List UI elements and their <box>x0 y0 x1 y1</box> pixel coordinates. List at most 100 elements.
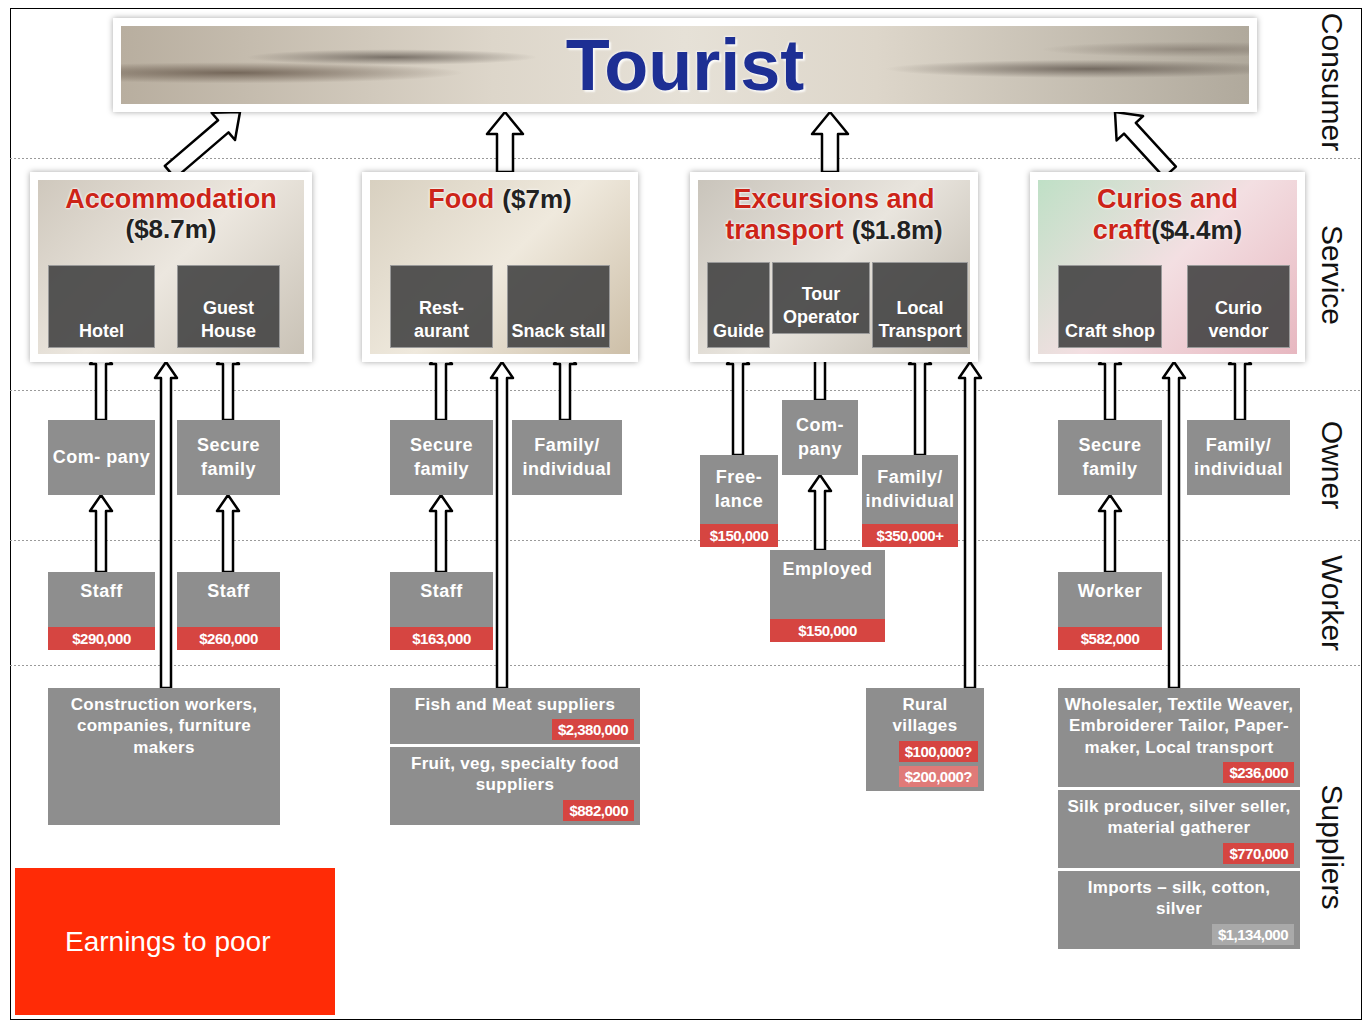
owner-box: Free- lance$150,000 <box>700 455 778 547</box>
owner-box: Secure family <box>177 420 280 495</box>
owner-box: Secure family <box>390 420 493 495</box>
supplier-box: Rural villages $100,000? $200,000? <box>866 688 984 791</box>
flow-arrow <box>727 348 749 455</box>
box-label: Com- pany <box>782 400 858 475</box>
owner-box: Com- pany <box>782 400 858 475</box>
earnings-value: $882,000 <box>563 800 634 821</box>
box-label: Hotel <box>51 320 152 343</box>
supplier-box: Fruit, veg, specialty food suppliers $882… <box>390 747 640 825</box>
supplier-box: Imports – silk, cotton, silver $1,134,000 <box>1058 871 1300 949</box>
box-label: Silk producer, silver seller, material g… <box>1064 796 1294 839</box>
worker-box: Staff$260,000 <box>177 572 280 650</box>
flow-arrow <box>430 495 452 572</box>
flow-arrow <box>959 362 981 688</box>
worker-box: Employed$150,000 <box>770 550 885 642</box>
box-label: Guest House <box>180 297 277 342</box>
earnings-value: $163,000 <box>390 627 493 650</box>
flow-arrow <box>909 348 931 455</box>
box-label: Fish and Meat suppliers <box>396 694 634 715</box>
box-label: Secure family <box>177 420 280 495</box>
flow-arrow <box>1099 495 1121 572</box>
owner-box: Family/ individual$350,000+ <box>862 455 958 547</box>
service-panel: Excursions and transport($1.8m) Guide Tour… <box>690 172 978 362</box>
box-label: Construction workers, companies, furnitu… <box>54 694 274 758</box>
box-label: Snack stall <box>510 320 607 343</box>
flow-arrow <box>155 362 177 688</box>
box-label: Imports – silk, cotton, silver <box>1064 877 1294 920</box>
service-box: Craft shop <box>1058 265 1162 348</box>
box-label: Family/ individual <box>512 420 622 495</box>
owner-box: Com- pany <box>48 420 155 495</box>
row-label: Suppliers <box>1315 784 1349 909</box>
flow-arrow <box>90 495 112 572</box>
box-label: Guide <box>710 320 767 343</box>
earnings-value: $582,000 <box>1058 627 1162 650</box>
service-box: Curio vendor <box>1187 265 1290 348</box>
earnings-value: $150,000 <box>700 524 778 547</box>
worker-box: Worker$582,000 <box>1058 572 1162 650</box>
owner-box: Family/ individual <box>512 420 622 495</box>
box-label: Rural villages <box>872 694 978 737</box>
earnings-value: $350,000+ <box>862 524 958 547</box>
owner-box: Family/ individual <box>1187 420 1290 495</box>
service-heading: Accommodation <box>65 184 277 214</box>
box-label: Com- pany <box>48 420 155 495</box>
flow-arrow <box>1163 362 1185 688</box>
service-box: Rest- aurant <box>390 265 493 348</box>
flow-arrow <box>491 362 513 688</box>
earnings-value: $2,380,000 <box>552 719 634 740</box>
supplier-box: Wholesaler, Textile Weaver, Embroiderer … <box>1058 688 1300 787</box>
row-label: Consumer <box>1315 13 1349 151</box>
box-label: Family/ individual <box>862 455 958 524</box>
panel-heading: Excursions and transport($1.8m) <box>698 184 970 246</box>
supplier-box: Construction workers, companies, furnitu… <box>48 688 280 825</box>
row-label: Owner <box>1315 421 1349 509</box>
box-label: Staff <box>48 572 155 627</box>
box-label: Local Transport <box>875 297 965 342</box>
service-box: Tour Operator <box>772 262 870 334</box>
row-label: Service <box>1315 225 1349 325</box>
earnings-value: $150,000 <box>770 619 885 642</box>
box-label: Family/ individual <box>1187 420 1290 495</box>
tourist-banner: Tourist <box>113 18 1257 112</box>
flow-arrow <box>217 495 239 572</box>
earnings-value: $236,000 <box>1223 762 1294 783</box>
box-label: Free- lance <box>700 455 778 524</box>
service-box: Hotel <box>48 265 155 348</box>
box-label: Rest- aurant <box>393 297 490 342</box>
box-label: Secure family <box>1058 420 1162 495</box>
box-label: Staff <box>390 572 493 627</box>
box-label: Secure family <box>390 420 493 495</box>
service-box: Snack stall <box>507 265 610 348</box>
earnings-value: $200,000? <box>899 766 978 787</box>
service-panel: Curios and craft($4.4m) Craft shop Curio v… <box>1030 172 1305 362</box>
row-label: Worker <box>1315 555 1349 651</box>
service-panel: Food($7m)Rest- aurantSnack stall <box>362 172 638 362</box>
earnings-value: $290,000 <box>48 627 155 650</box>
box-label: Tour Operator <box>775 283 867 328</box>
flow-arrow <box>165 112 240 178</box>
panel-heading: Accommodation($8.7m) <box>38 184 304 245</box>
earnings-value: $1,134,000 <box>1212 924 1294 945</box>
box-label: Fruit, veg, specialty food suppliers <box>396 753 634 796</box>
earnings-value: $770,000 <box>1223 843 1294 864</box>
band-line <box>10 540 1362 541</box>
service-value: ($1.8m) <box>852 215 943 245</box>
outer-border <box>11 9 1362 1020</box>
worker-box: Staff$163,000 <box>390 572 493 650</box>
service-value: ($7m) <box>502 184 571 214</box>
panel-heading: Curios and craft($4.4m) <box>1038 184 1297 246</box>
box-label: Craft shop <box>1061 320 1159 343</box>
box-label: Curio vendor <box>1190 297 1287 342</box>
band-line <box>10 390 1362 391</box>
service-value: ($4.4m) <box>1151 215 1242 245</box>
earnings-value: $260,000 <box>177 627 280 650</box>
legend-text: Earnings to poor <box>65 926 270 958</box>
legend-swatch: Earnings to poor <box>15 868 335 1015</box>
banner-title: Tourist <box>566 29 805 101</box>
service-panel: Accommodation($8.7m) Hotel Guest House <box>30 172 312 362</box>
flow-arrow <box>1115 112 1176 177</box>
service-box: Guest House <box>177 265 280 348</box>
earnings-value: $100,000? <box>899 741 978 762</box>
